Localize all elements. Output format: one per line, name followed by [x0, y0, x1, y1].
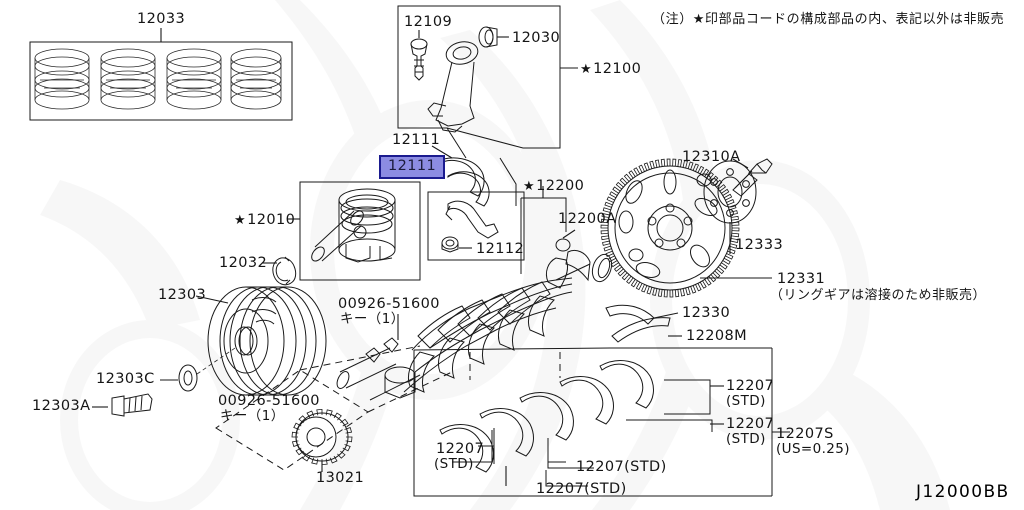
label-conrod-bolt: 12109: [404, 14, 453, 30]
label-conrod-nut: 12112: [476, 241, 525, 257]
label-pulley-washer: 12303C: [96, 371, 155, 387]
flywheel-plate-group: [703, 158, 773, 254]
label-bearing-d: 12207(STD): [536, 481, 627, 497]
label-flywheel-note: （リングギアは溶接のため非販売）: [770, 288, 987, 303]
conrod-nut-group: [427, 191, 525, 261]
label-pulley: 12303: [158, 287, 207, 303]
label-conrod-bush: 12030: [512, 30, 561, 46]
connecting-rod-group: [397, 5, 578, 159]
drawing-number: J12000BB: [916, 482, 1010, 502]
seal-group: [605, 304, 682, 343]
label-rear-seal: 12208M: [686, 328, 748, 344]
label-bearing-b: 12207: [726, 416, 775, 432]
label-bearing-a: 12207: [726, 378, 775, 394]
star-icon: ★: [523, 179, 536, 194]
main-bearing-group: [413, 347, 790, 497]
diagram-note: （注）★印部品コードの構成部品の内、表記以外は非販売: [652, 12, 1005, 27]
label-bearing-b-sub: (STD): [726, 431, 766, 447]
star-icon: ★: [234, 213, 247, 228]
label-key-upper-sub: キー（1）: [340, 311, 405, 327]
label-key-lower-sub: キー（1）: [220, 408, 285, 424]
piston-group: [262, 181, 421, 286]
label-bearing-a-sub: (STD): [726, 393, 766, 409]
label-conrod-bearing-1: 12111: [392, 132, 441, 148]
label-flywheel: 12331: [777, 271, 826, 287]
label-flywheel-plate: 12333: [735, 237, 784, 253]
label-snap-ring: 12032: [219, 255, 268, 271]
label-crank-pin: 12200A: [558, 211, 617, 227]
label-crankshaft: ★12200: [523, 178, 585, 194]
label-piston-assy: ★12010: [234, 212, 296, 228]
label-bearing-c: 12207(STD): [576, 459, 667, 475]
flywheel-group: [600, 158, 772, 298]
label-piston-rings: 12033: [137, 11, 186, 27]
label-key-upper: 00926-51600: [338, 296, 440, 312]
label-conrod-assy: ★12100: [580, 61, 642, 77]
label-pulley-bolt: 12303A: [32, 398, 91, 414]
label-flywheel-bolt: 12310A: [682, 149, 741, 165]
label-bearing-set-sub: (US=0.25): [776, 441, 850, 457]
pulley-group: [92, 286, 327, 417]
label-bearing-e: 12207: [436, 441, 485, 457]
star-icon: ★: [580, 62, 593, 77]
piston-ring-group: [29, 28, 293, 121]
crankshaft-group: [336, 186, 613, 401]
label-sprocket: 13021: [316, 470, 365, 486]
label-conrod-bearing-2-selected[interactable]: 12111: [379, 155, 446, 179]
sprocket-group: [215, 345, 453, 472]
label-bearing-e-sub: (STD): [434, 456, 474, 472]
label-thrust-washer: 12330: [682, 305, 731, 321]
label-bearing-set: 12207S: [776, 426, 834, 442]
label-key-lower: 00926-51600: [218, 393, 320, 409]
